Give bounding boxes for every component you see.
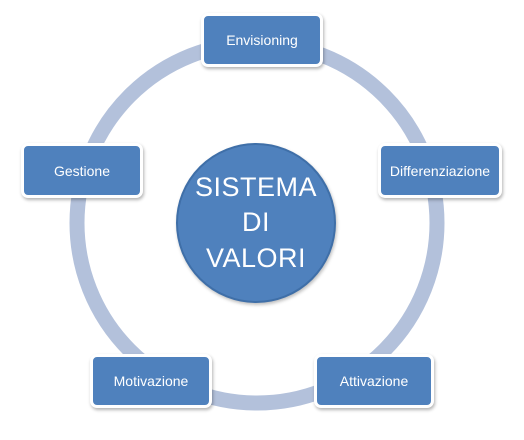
node-label: Gestione	[53, 162, 111, 179]
node-differenziazione: Differenziazione	[378, 143, 502, 198]
node-label: Differenziazione	[389, 162, 491, 179]
node-motivazione: Motivazione	[90, 354, 212, 408]
node-label: Attivazione	[339, 373, 409, 389]
node-label: Envisioning	[226, 32, 298, 48]
node-envisioning: Envisioning	[201, 13, 323, 67]
center-label: SISTEMA DI VALORI	[194, 172, 318, 273]
node-attivazione: Attivazione	[314, 354, 434, 408]
node-gestione: Gestione	[21, 143, 143, 198]
node-label: Motivazione	[113, 373, 189, 389]
center-circle: SISTEMA DI VALORI	[176, 143, 336, 303]
